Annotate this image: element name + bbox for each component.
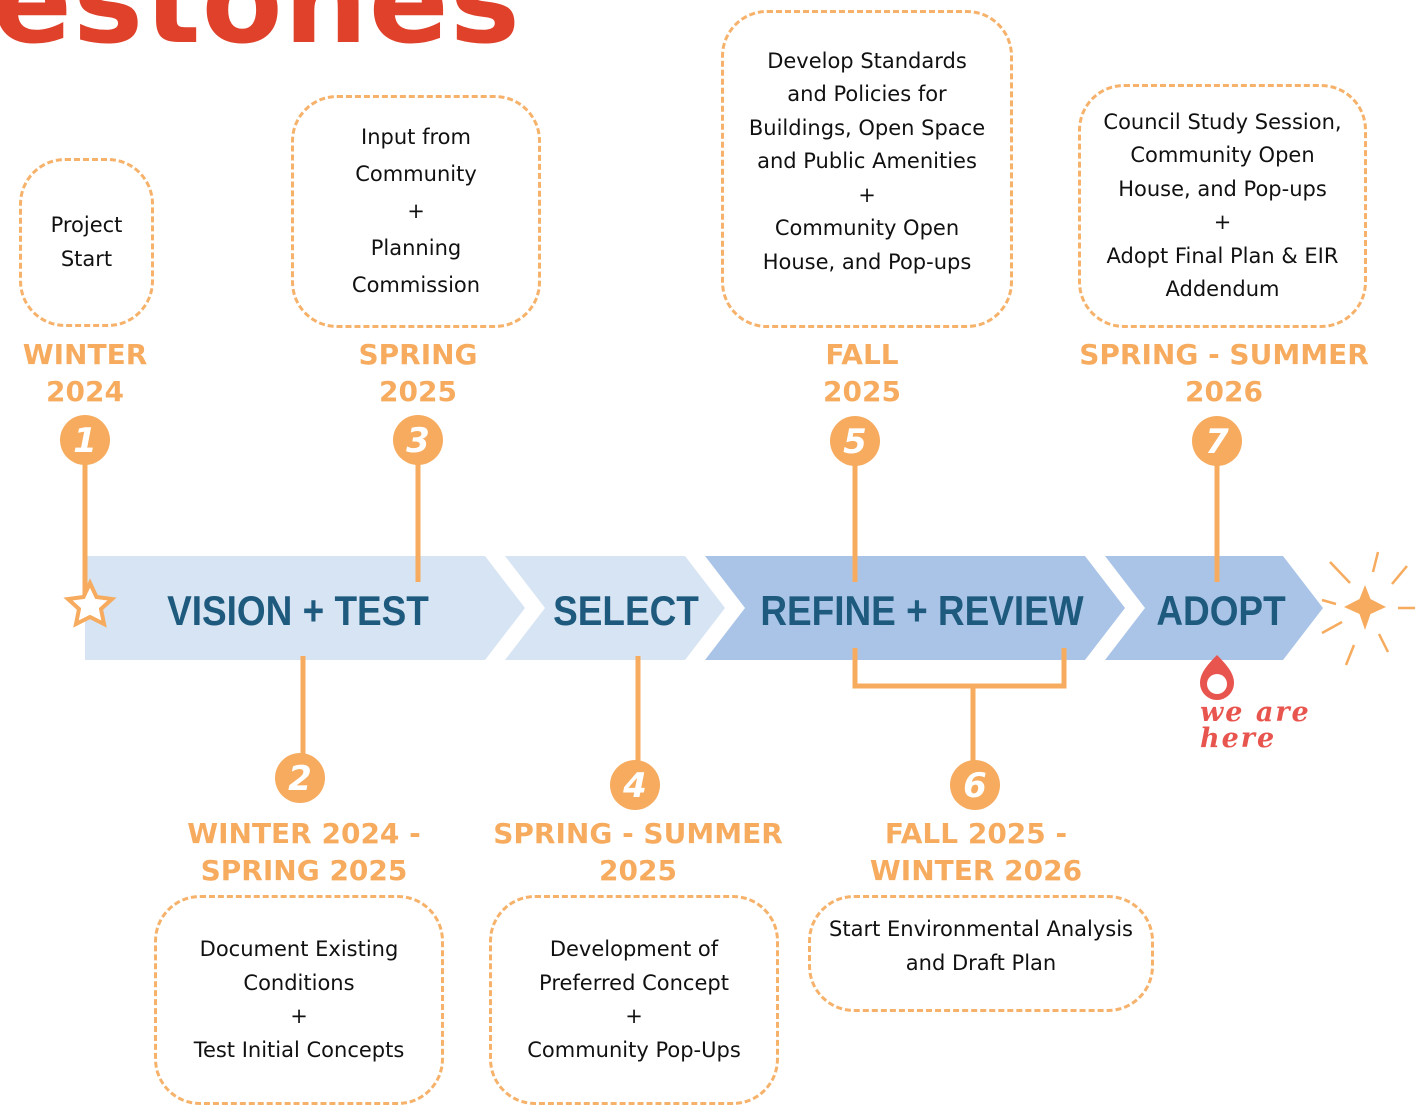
milestone-box-7: Council Study Session, Community Open Ho… <box>1078 84 1367 328</box>
milestone-box-5: Develop Standards and Policies for Build… <box>721 10 1013 328</box>
milestone-date-3: SPRING 2025 <box>358 338 478 408</box>
phase-chevron-vision-test <box>85 556 525 660</box>
milestone-text-3: Input from Community + Planning Commissi… <box>351 125 481 297</box>
phase-label-refine-review: REFINE + REVIEW <box>760 588 1084 635</box>
milestone-text-5: Develop Standards and Policies for Build… <box>748 48 986 274</box>
bracket-6 <box>852 648 1067 689</box>
end-star-icon <box>1321 551 1415 666</box>
milestone-box-3: Input from Community + Planning Commissi… <box>291 95 541 328</box>
milestone-date-6: FALL 2025 - WINTER 2026 <box>869 817 1083 887</box>
milestone-date-7: SPRING - SUMMER 2026 <box>1079 338 1369 408</box>
milestone-text-6: Start Environmental Analysis and Draft P… <box>829 917 1133 975</box>
phase-label-adopt: ADOPT <box>1156 588 1285 635</box>
phase-chevron-select <box>505 556 725 660</box>
phase-label-select: SELECT <box>553 588 699 635</box>
page-title: estones <box>0 0 522 70</box>
milestone-box-2: Document Existing Conditions + Test Init… <box>154 895 444 1105</box>
we-are-here-label: we are here <box>1200 697 1311 754</box>
milestone-box-4: Development of Preferred Concept + Commu… <box>489 895 779 1105</box>
milestone-date-4: SPRING - SUMMER 2025 <box>493 817 783 887</box>
milestone-box-6: Start Environmental Analysis and Draft P… <box>808 895 1154 1012</box>
phase-chevron-adopt <box>1105 556 1323 660</box>
milestone-date-2: WINTER 2024 - SPRING 2025 <box>187 817 421 887</box>
milestone-box-1: Project Start <box>19 158 154 327</box>
milestone-text-1: Project Start <box>50 213 123 271</box>
milestone-date-1: WINTER 2024 <box>22 338 148 408</box>
connector-lines <box>82 462 1220 765</box>
milestone-text-2: Document Existing Conditions + Test Init… <box>193 937 405 1062</box>
milestone-text-4: Development of Preferred Concept + Commu… <box>527 937 741 1062</box>
phase-label-vision-test: VISION + TEST <box>167 588 429 635</box>
phase-chevron-refine-review <box>705 556 1125 660</box>
location-pin-icon <box>1200 655 1234 700</box>
start-star-icon <box>63 578 117 628</box>
milestone-text-7: Council Study Session, Community Open Ho… <box>1103 109 1342 302</box>
milestone-date-5: FALL 2025 <box>823 338 901 408</box>
